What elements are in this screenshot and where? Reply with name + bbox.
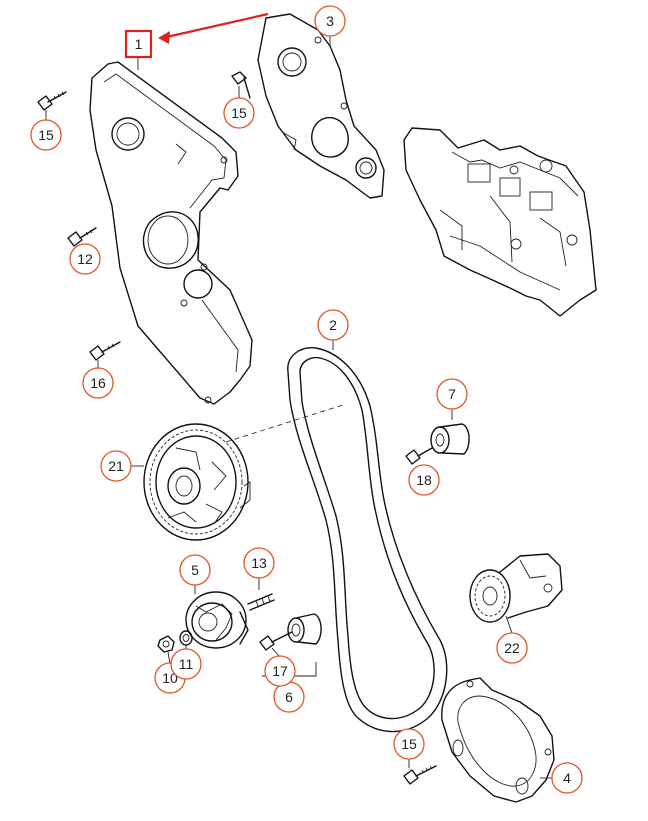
callout-label: 16	[90, 375, 106, 391]
leader-lines	[45, 36, 552, 779]
callout-label: 5	[191, 562, 199, 578]
highlight-arrow	[158, 12, 269, 44]
callout-label: 6	[285, 689, 293, 705]
callout-label: 15	[401, 736, 417, 752]
callout-label: 13	[251, 555, 267, 571]
bolt-16	[89, 341, 121, 361]
callout-16: 16	[82, 367, 114, 399]
callout-label: 4	[563, 770, 571, 786]
callout-label: 18	[416, 472, 432, 488]
highlight-box-item-1	[124, 29, 153, 59]
callout-21: 21	[100, 450, 132, 482]
callout-12: 12	[69, 243, 101, 275]
callout-18: 18	[408, 464, 440, 496]
timing-cover-upper-part	[89, 61, 253, 405]
callout-17: 17	[264, 655, 296, 687]
bolt-18	[405, 447, 433, 465]
callout-13: 13	[243, 547, 275, 579]
callout-3: 3	[314, 5, 346, 37]
callout-label: 7	[448, 386, 456, 402]
bolt-12	[67, 227, 97, 247]
washer-11	[179, 630, 193, 646]
callout-label: 1	[135, 36, 143, 52]
callout-label: 21	[108, 458, 124, 474]
bolt-17	[259, 631, 293, 651]
callout-label: 17	[272, 663, 288, 679]
bolt-15-lower	[403, 765, 437, 785]
idler-roller	[430, 423, 470, 455]
callout-label: 12	[77, 251, 93, 267]
callout-11: 11	[170, 648, 202, 680]
stud-13	[247, 593, 275, 611]
tensioner	[185, 591, 249, 649]
bolt-15-upper-left	[37, 91, 67, 111]
callout-label: 11	[179, 656, 194, 672]
cam-axis-line	[225, 403, 347, 443]
callout-15-lower: 15	[393, 728, 425, 760]
rear-cover-lower-part	[441, 677, 555, 803]
callout-7: 7	[436, 378, 468, 410]
callout-2: 2	[317, 309, 349, 341]
callout-label: 15	[38, 127, 54, 143]
camshaft-sprocket	[143, 423, 251, 541]
timing-belt	[287, 347, 448, 733]
callout-label: 15	[231, 105, 247, 121]
callout-label: 3	[326, 13, 334, 29]
callout-22: 22	[496, 632, 528, 664]
callout-label: 22	[504, 640, 520, 656]
nut-10	[157, 635, 175, 653]
engine-block	[403, 127, 597, 317]
callout-1: 1	[135, 36, 143, 52]
bolt-15-upper-middle	[231, 71, 251, 99]
callout-15-upper-middle: 15	[223, 97, 255, 129]
timing-cover-rear-part	[257, 13, 385, 199]
callout-label: 2	[329, 317, 337, 333]
callout-4: 4	[551, 762, 583, 794]
callout-15-upper-left: 15	[30, 119, 62, 151]
water-pump	[469, 553, 563, 623]
callout-5: 5	[179, 554, 211, 586]
